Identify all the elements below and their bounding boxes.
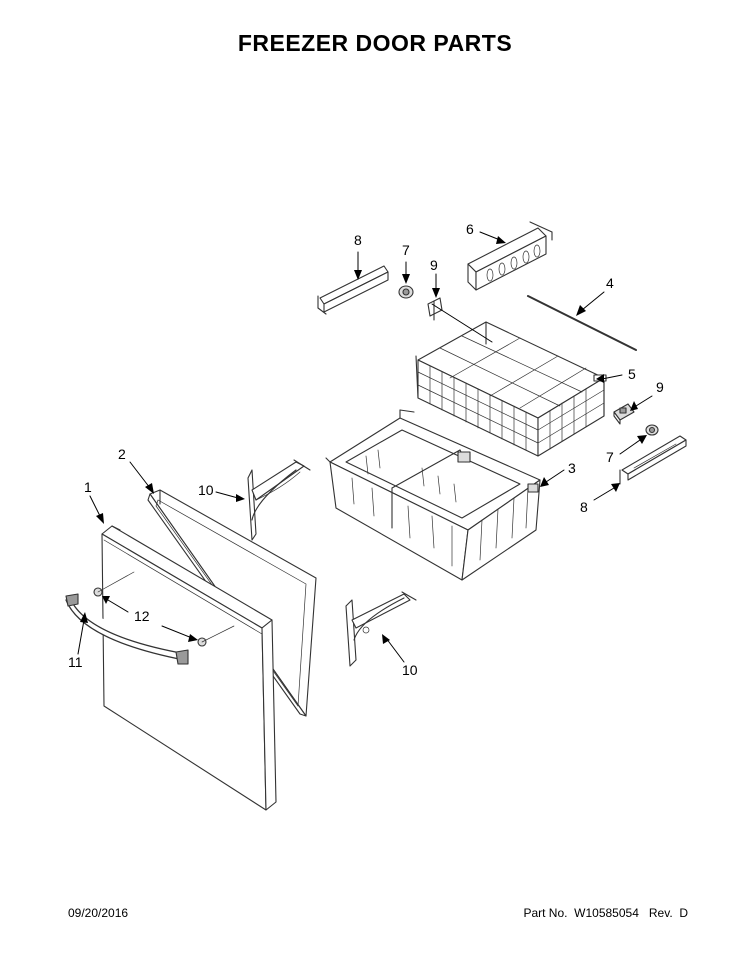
part-8-slide-rail-lower[interactable]	[619, 435, 687, 485]
callout-9-upper: 9	[430, 257, 438, 273]
callout-6: 6	[466, 221, 474, 237]
part-9-bracket-lower[interactable]	[613, 403, 635, 425]
part-5-wire-basket[interactable]	[415, 321, 607, 457]
footer-date: 09/20/2016	[68, 906, 129, 920]
part-6-divider[interactable]	[467, 221, 553, 291]
part-1-door-panel[interactable]	[101, 525, 277, 811]
part-7-cap-lower[interactable]	[645, 424, 659, 436]
callout-3: 3	[568, 460, 576, 476]
callout-1: 1	[84, 479, 92, 495]
part-10-bracket-upper[interactable]	[247, 459, 311, 541]
part-7-cap-upper[interactable]	[398, 285, 414, 299]
callout-5: 5	[628, 366, 636, 382]
callout-10-upper: 10	[198, 482, 214, 498]
part-3-freezer-bin[interactable]	[325, 409, 541, 581]
callout-8-lower: 8	[580, 499, 588, 515]
callout-2: 2	[118, 446, 126, 462]
callout-8-upper: 8	[354, 232, 362, 248]
part-10-bracket-lower[interactable]	[345, 591, 417, 667]
callout-12: 12	[134, 608, 150, 624]
callout-leaders	[77, 231, 653, 663]
callout-10-lower: 10	[402, 662, 418, 678]
part-4-rod[interactable]	[527, 295, 637, 351]
part-8-slide-rail-upper[interactable]	[317, 265, 389, 315]
footer-part-number: Part No. W10585054 Rev. D	[523, 906, 688, 920]
callout-11: 11	[68, 654, 83, 670]
callout-labels: 1 2 3 4 5 6 7 7 8 8 9 9 10 10 11 12	[68, 221, 664, 678]
callout-4: 4	[606, 275, 614, 291]
callout-7-upper: 7	[402, 242, 410, 258]
page-title: FREEZER DOOR PARTS	[237, 30, 513, 56]
part-12-screws[interactable]	[93, 571, 235, 647]
callout-7-lower: 7	[606, 449, 614, 465]
part-11-handle[interactable]	[65, 593, 189, 665]
callout-9-lower: 9	[656, 379, 664, 395]
